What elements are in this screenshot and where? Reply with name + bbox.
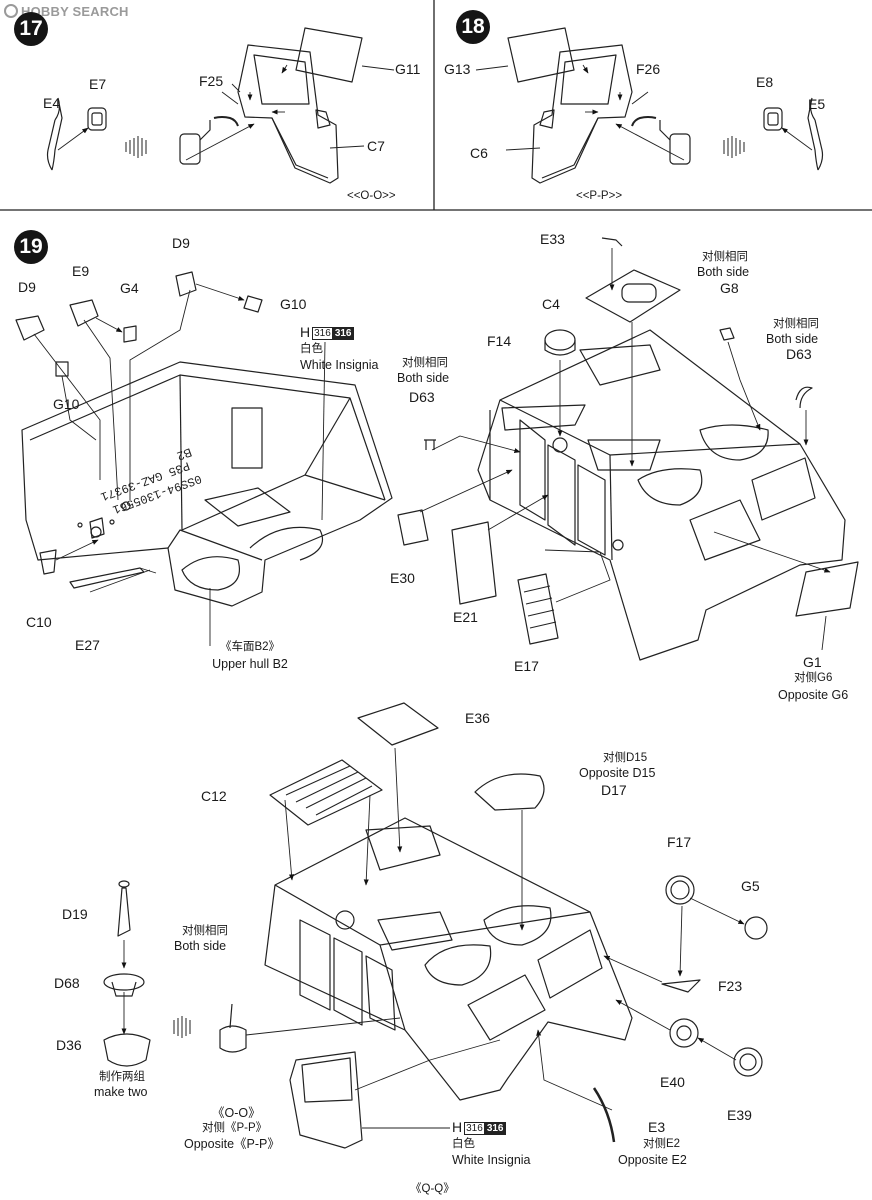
part-e36: E36: [465, 710, 490, 726]
white-label-cn: 白色: [300, 343, 323, 355]
both-side-d63-right-cn: 对侧相同: [773, 318, 819, 330]
part-f26: F26: [636, 61, 661, 77]
part-e33: E33: [540, 231, 565, 247]
part-f14: F14: [487, 333, 512, 349]
part-g11: G11: [395, 61, 421, 77]
part-f23: F23: [718, 978, 743, 994]
part-d9-right: D9: [172, 235, 190, 251]
part-g8: G8: [720, 280, 739, 296]
view-oo: <<O-O>>: [347, 190, 396, 202]
opposite-d15-en: Opposite D15: [579, 766, 656, 780]
part-c6: C6: [470, 145, 488, 161]
part-g10-left: G10: [53, 396, 80, 412]
opposite-e2-cn: 对侧E2: [643, 1138, 681, 1150]
step-19-number: 19: [14, 230, 48, 264]
part-d19: D19: [62, 906, 88, 922]
watermark-logo-icon: [4, 4, 18, 18]
opposite-pp-cn: 对侧《P-P》: [202, 1122, 268, 1134]
watermark: HOBBY SEARCH: [4, 4, 129, 19]
h-code-filled: 316: [332, 327, 354, 340]
opposite-pp-en: Opposite《P-P》: [184, 1137, 280, 1151]
view-pp: <<P-P>>: [576, 190, 623, 202]
part-e17: E17: [514, 658, 539, 674]
make-two-cn: 制作两组: [99, 1071, 145, 1083]
h-code-outline-qq: 316: [464, 1122, 485, 1135]
both-side-qq-en: Both side: [174, 939, 227, 953]
part-e4: E4: [43, 95, 61, 111]
part-c10: C10: [26, 614, 52, 630]
both-side-qq-cn: 对侧相同: [182, 925, 228, 937]
both-side-g8-en: Both side: [697, 265, 750, 279]
both-side-g8-cn: 对侧相同: [702, 251, 748, 263]
h-letter-qq: H: [452, 1119, 463, 1135]
part-e21: E21: [453, 609, 478, 625]
ref-oo: 《O-O》: [212, 1106, 261, 1120]
part-e30: E30: [390, 570, 415, 586]
white-label-en: White Insignia: [300, 358, 379, 372]
part-g4: G4: [120, 280, 139, 296]
step-17-number: 17: [14, 12, 48, 46]
part-e40: E40: [660, 1074, 685, 1090]
part-g10-right: G10: [280, 296, 307, 312]
part-e7: E7: [89, 76, 107, 92]
part-d68: D68: [54, 975, 80, 991]
hull-marking-3: B2: [175, 445, 194, 463]
part-d9-left: D9: [18, 279, 36, 295]
part-g5: G5: [741, 878, 760, 894]
part-c4: C4: [542, 296, 560, 312]
step-18-number: 18: [456, 10, 490, 44]
opposite-g6-cn: 对侧G6: [794, 672, 833, 684]
part-d63-right: D63: [786, 346, 812, 362]
part-e3: E3: [648, 1119, 666, 1135]
part-e5: E5: [808, 96, 826, 112]
both-side-d63-right-en: Both side: [766, 332, 819, 346]
view-qq: 《Q-Q》: [410, 1183, 455, 1195]
both-side-d63-left-en: Both side: [397, 371, 450, 385]
white-label-qq-en: White Insignia: [452, 1153, 531, 1167]
both-side-d63-left-cn: 对侧相同: [402, 357, 448, 369]
step19-upper-hull-drawing: [397, 237, 859, 661]
part-e8: E8: [756, 74, 774, 90]
part-g13: G13: [444, 61, 471, 77]
h-letter: H: [300, 324, 311, 340]
part-e9: E9: [72, 263, 90, 279]
part-c7: C7: [367, 138, 385, 154]
white-label-qq-cn: 白色: [452, 1138, 475, 1150]
opposite-e2-en: Opposite E2: [618, 1153, 687, 1167]
watermark-text: HOBBY SEARCH: [21, 4, 129, 19]
opposite-g6-en: Opposite G6: [778, 688, 849, 702]
stepQQ-drawing: [103, 702, 768, 1149]
part-e39: E39: [727, 1107, 752, 1123]
part-d17: D17: [601, 782, 627, 798]
part-f25: F25: [199, 73, 224, 89]
h-code-outline: 316: [312, 327, 333, 340]
upper-hull-en: Upper hull B2: [212, 657, 288, 671]
make-two-en: make two: [94, 1085, 148, 1099]
part-g1: G1: [803, 654, 822, 670]
step18-drawing: [475, 27, 824, 184]
part-d36: D36: [56, 1037, 82, 1053]
part-f17: F17: [667, 834, 692, 850]
opposite-d15-cn: 对侧D15: [603, 752, 648, 764]
upper-hull-cn: 《车面B2》: [219, 641, 281, 653]
step17-drawing: [46, 27, 395, 184]
part-d63-left: D63: [409, 389, 435, 405]
h-code-filled-qq: 316: [484, 1122, 506, 1135]
part-c12: C12: [201, 788, 227, 804]
part-e27: E27: [75, 637, 100, 653]
